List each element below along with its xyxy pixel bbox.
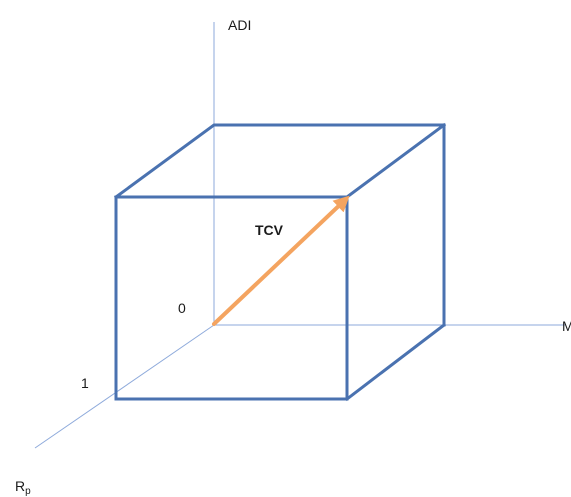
rp-axis-label-sub: p [25,486,31,497]
tcv-vector-arrow [212,195,350,326]
cube-bottom-right-edge [344,322,447,402]
origin-label: 0 [178,300,186,316]
rp-axis-line [34,324,215,449]
unit-mark-label: 1 [81,375,89,391]
cube-back-top-edges [113,123,446,200]
cube-top-right-edge [344,122,447,200]
cube-front-face [114,195,349,401]
m-axis-label: M [562,318,571,334]
adi-axis-label: ADI [228,17,251,33]
rp-axis-label: Rp [15,478,31,497]
rp-axis-label-main: R [15,478,25,494]
tcv-vector-label: TCV [255,222,284,238]
